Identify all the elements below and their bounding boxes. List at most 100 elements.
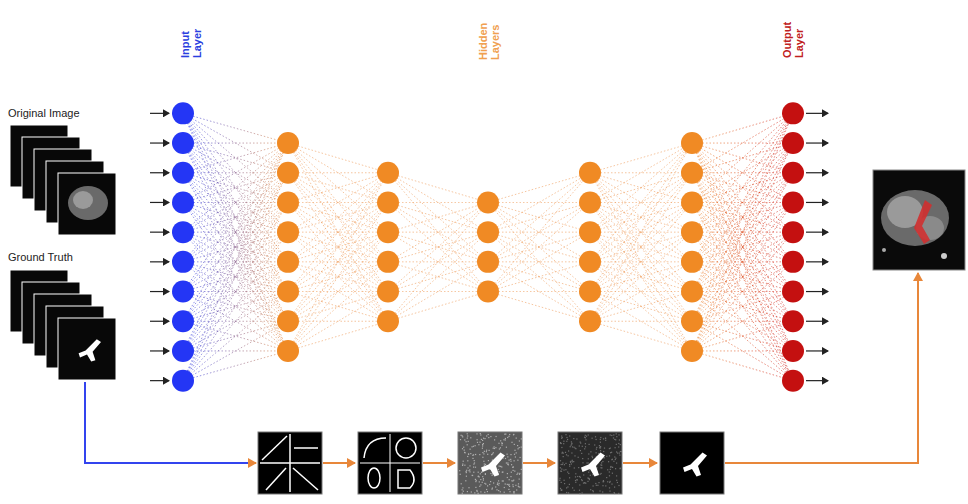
weight-link [590,202,692,321]
weight-link [288,173,388,292]
neuron [377,162,399,184]
weight-link [388,173,488,203]
noise [612,473,613,474]
noise [479,486,480,487]
curve [368,468,380,488]
noise [510,476,511,477]
noise [571,445,572,446]
weight-link [288,202,388,351]
weight-link [288,232,388,351]
noise [582,462,583,463]
noise [592,457,593,458]
noise [600,437,601,438]
noise [480,434,481,435]
noise [486,450,487,451]
noise [514,454,515,455]
noise [482,445,483,446]
noise [605,438,606,439]
weight-link [288,173,388,351]
noise [592,490,593,491]
weight-link [692,292,793,381]
noise [599,445,600,446]
noise [594,444,595,445]
noise [518,486,519,487]
noise [614,493,615,494]
weight-link [590,321,692,351]
weight-link [488,232,590,321]
weight-link [183,262,288,351]
weight-link [183,232,288,381]
weight-link [590,173,692,262]
weight-link [692,143,793,321]
noise [584,482,585,483]
weight-link [590,232,692,321]
noise [612,467,613,468]
weight-link [288,173,388,322]
noise [609,448,610,449]
weight-link [183,143,288,351]
noise [616,451,617,452]
weight-link [288,172,388,173]
noise [468,441,469,442]
noise [496,489,497,490]
neuron [477,191,499,213]
noise [618,446,619,447]
noise [614,487,615,488]
noise [611,484,612,485]
noise [507,464,508,465]
noise [565,463,566,464]
weight-link [388,202,488,203]
noise [578,457,579,458]
flow-arrow [323,462,355,464]
noise [508,485,509,486]
noise [588,462,589,463]
noise [601,473,602,474]
noise [582,480,583,481]
weight-link [692,202,793,351]
noise [574,455,575,456]
noise [473,454,474,455]
layer-label: Hidden Layers [477,16,501,60]
noise [462,464,463,465]
noise [573,438,574,439]
weight-link [590,202,692,321]
noise [484,451,485,452]
noise [494,446,495,447]
mask-shape [481,453,505,477]
noise [521,447,522,448]
noise [610,452,611,453]
noise [507,462,508,463]
noise [568,473,569,474]
weight-link [590,143,692,321]
noise [563,441,564,442]
noise [561,469,562,470]
ct-anatomy [73,191,93,209]
noise [475,445,476,446]
noise [583,474,584,475]
weight-link [692,292,793,351]
neuron [681,340,703,362]
noise [500,447,501,448]
noise [519,440,520,441]
noise [489,484,490,485]
noise [478,444,479,445]
weight-link [388,262,488,321]
noise [560,443,561,444]
neuron [477,221,499,243]
noise [476,480,477,481]
noise [619,453,620,454]
noise [480,479,481,480]
weight-link [590,262,692,351]
weight-link [288,262,388,351]
noise [602,491,603,492]
noise [480,433,481,434]
noise [605,440,606,441]
noise [561,436,562,437]
output-arrow [806,113,828,114]
noise [473,464,474,465]
weight-link [590,202,692,351]
noise [564,483,565,484]
noise [472,475,473,476]
noise [488,460,489,461]
